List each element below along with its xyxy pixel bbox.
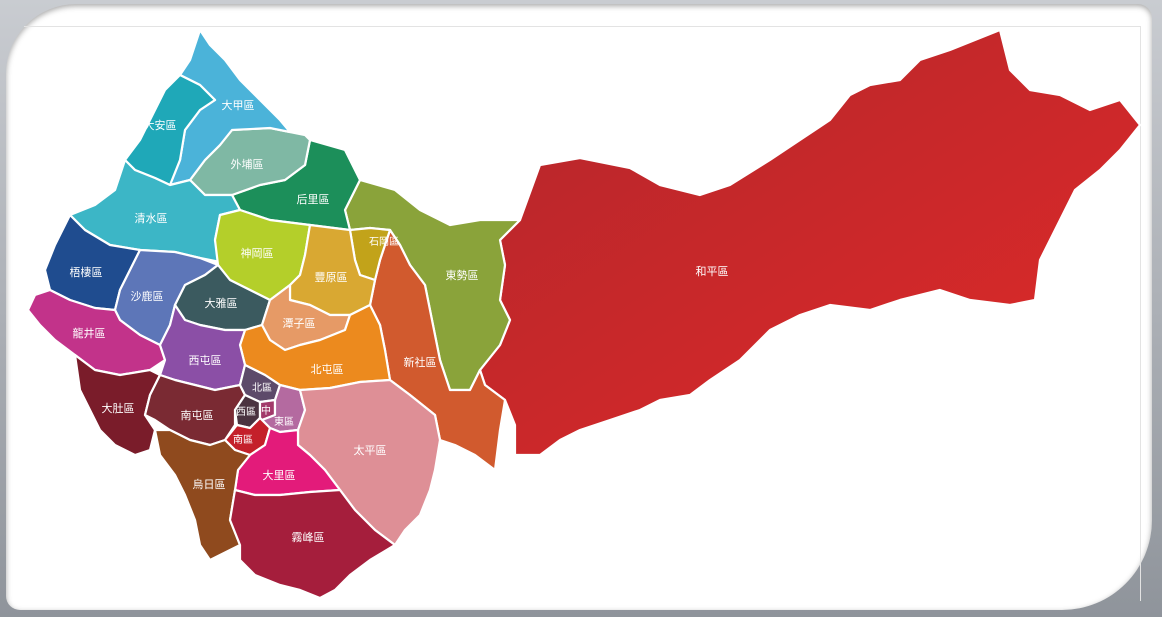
label-xinshe: 新社區: [404, 355, 437, 369]
label-dongshi: 東勢區: [446, 268, 479, 282]
label-nantun: 南屯區: [181, 409, 214, 422]
label-dadu: 大肚區: [102, 401, 135, 415]
label-west: 西區: [236, 406, 256, 418]
label-south: 南區: [233, 433, 253, 446]
label-dali: 大里區: [263, 468, 296, 482]
label-east: 東區: [274, 415, 294, 428]
label-beitun: 北屯區: [311, 363, 344, 376]
label-longjing: 龍井區: [73, 326, 106, 340]
label-shigang: 石岡區: [369, 236, 399, 248]
label-north: 北區: [252, 382, 272, 394]
label-houli: 后里區: [297, 193, 330, 206]
label-wuqi: 梧棲區: [70, 265, 103, 279]
district-heping[interactable]: [478, 28, 1142, 457]
label-shalu: 沙鹿區: [131, 289, 164, 303]
label-daan: 大安區: [144, 118, 177, 132]
label-dajia: 大甲區: [222, 98, 255, 112]
label-shengang: 神岡區: [241, 246, 274, 260]
label-fengyuan: 豐原區: [315, 271, 348, 284]
label-waipu: 外埔區: [231, 158, 264, 171]
label-wuri: 烏日區: [193, 477, 226, 491]
label-daya: 大雅區: [205, 296, 238, 310]
label-central: 中: [261, 404, 271, 417]
label-qingshui: 清水區: [135, 212, 168, 225]
district-wufeng[interactable]: [228, 488, 397, 600]
label-wufeng: 霧峰區: [292, 531, 325, 544]
label-taiping: 太平區: [354, 444, 387, 457]
label-heping: 和平區: [696, 265, 729, 278]
label-xitun: 西屯區: [189, 354, 222, 367]
label-tanzi: 潭子區: [283, 317, 316, 330]
